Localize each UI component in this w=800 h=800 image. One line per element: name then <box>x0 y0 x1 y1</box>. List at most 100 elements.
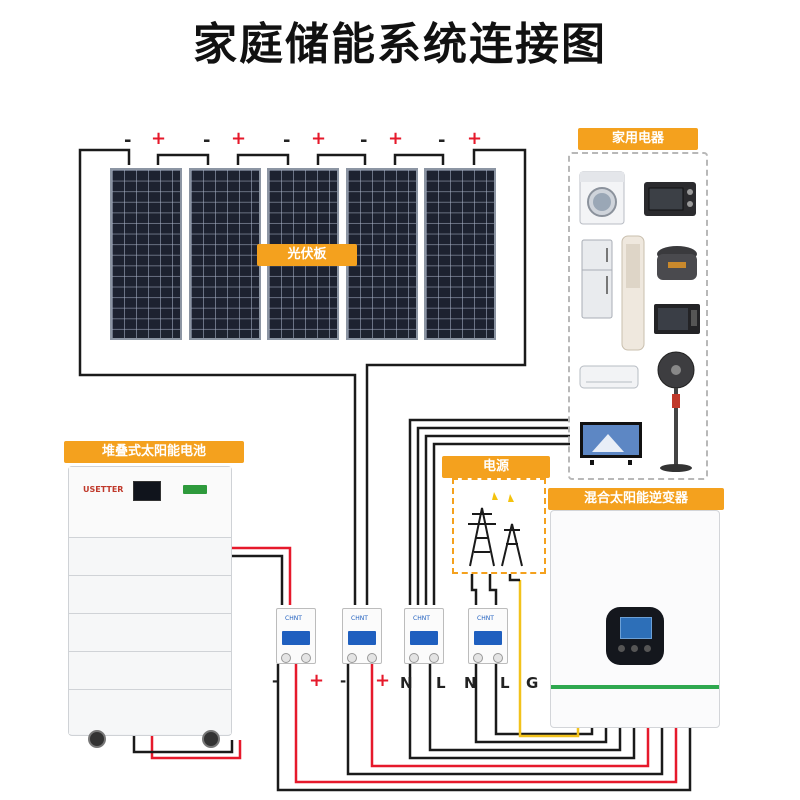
battery-breaker: CHNT <box>276 608 316 664</box>
battery-module-5 <box>69 690 231 734</box>
battery-bottom-red-wire <box>150 736 242 760</box>
out-wire-7 <box>474 664 608 744</box>
breaker-terminal <box>493 653 503 663</box>
pv2-negative-marker: - <box>203 130 211 151</box>
solar-panel-4 <box>346 168 418 340</box>
battery-brand-logo: USETTER <box>83 485 124 494</box>
pv-jumper-3 <box>316 153 367 165</box>
breaker-brand-label: CHNT <box>351 615 368 622</box>
breaker-switch[interactable] <box>410 631 438 645</box>
solar-panel-1 <box>110 168 182 340</box>
load-l-label: L <box>436 674 446 692</box>
battery-bottom-black-wire <box>132 736 234 754</box>
air-conditioner-tower-icon <box>621 235 645 351</box>
battery-module-2 <box>69 576 231 614</box>
inverter-control-panel <box>606 607 664 665</box>
breaker-switch[interactable] <box>348 631 376 645</box>
battery-positive-wire <box>232 546 292 605</box>
washing-machine-icon <box>579 171 625 225</box>
out-wire-8 <box>494 664 594 736</box>
solar-panel-2 <box>189 168 261 340</box>
out-wire-5 <box>408 664 636 760</box>
solar-panel-5 <box>424 168 496 340</box>
load-breaker: CHNT <box>404 608 444 664</box>
load-wire-1 <box>408 418 570 605</box>
breaker-terminal <box>281 653 291 663</box>
breaker-terminal <box>367 653 377 663</box>
breaker-brand-label: CHNT <box>477 615 494 622</box>
television-icon <box>580 422 642 465</box>
appliance-wires <box>408 418 570 605</box>
out-wire-1 <box>276 664 692 792</box>
inverter-button-2[interactable] <box>631 645 638 652</box>
microwave-icon <box>654 304 700 334</box>
pv-label: 光伏板 <box>257 244 357 266</box>
pv1-negative-marker: - <box>124 130 132 151</box>
pv1-positive-marker: + <box>151 128 167 149</box>
load-wire-3 <box>424 434 570 605</box>
inverter-button-1[interactable] <box>618 645 625 652</box>
out-wire-3 <box>346 664 664 776</box>
pv-series-wires <box>78 148 527 605</box>
out-wire-2 <box>294 664 678 784</box>
battery-module-1 <box>69 538 231 576</box>
breaker-brand-label: CHNT <box>285 615 302 622</box>
battery-wheel-right <box>202 730 220 748</box>
pv5-negative-marker: - <box>438 130 446 151</box>
grid-wires <box>470 574 498 605</box>
grid-l-wire <box>488 574 498 605</box>
breaker-switch[interactable] <box>282 631 310 645</box>
pv-breaker: CHNT <box>342 608 382 664</box>
breaker-switch[interactable] <box>474 631 502 645</box>
pv3-negative-marker: - <box>283 130 291 151</box>
pv-outer-negative-wire <box>78 148 357 605</box>
hybrid-inverter <box>550 510 720 728</box>
electric-fan-icon <box>657 351 695 472</box>
battery-status-led <box>183 485 207 494</box>
breaker-terminal <box>347 653 357 663</box>
pv5-positive-marker: + <box>467 128 483 149</box>
oven-icon <box>644 182 696 216</box>
pv2-positive-marker: + <box>231 128 247 149</box>
battery-negative-label: - <box>272 672 279 690</box>
battery-control-module: USETTER <box>69 467 231 538</box>
inverter-screen <box>620 617 652 639</box>
page-title: 家庭储能系统连接图 <box>193 19 607 70</box>
inverter-label: 混合太阳能逆变器 <box>548 488 724 510</box>
breaker-to-inverter-wires <box>276 574 692 792</box>
breaker-terminal <box>301 653 311 663</box>
load-wire-4 <box>432 442 570 605</box>
out-wire-4 <box>370 664 650 768</box>
breaker-brand-label: CHNT <box>413 615 430 622</box>
load-wire-2 <box>416 426 570 605</box>
stacked-battery: USETTER <box>68 466 232 736</box>
pv3-positive-marker: + <box>311 128 327 149</box>
appliances-label: 家用电器 <box>578 128 698 150</box>
appliances-box <box>568 152 708 480</box>
battery-module-4 <box>69 652 231 690</box>
pv-outer-positive-wire <box>365 148 527 605</box>
battery-wires <box>132 546 292 760</box>
breaker-terminal <box>429 653 439 663</box>
battery-wheel-left <box>88 730 106 748</box>
breaker-terminal <box>473 653 483 663</box>
wall-air-conditioner-icon <box>579 365 639 389</box>
refrigerator-icon <box>581 239 613 319</box>
grid-to-ground-wire <box>508 574 520 582</box>
pv-positive-label: + <box>375 670 391 691</box>
battery-positive-label: + <box>309 670 325 691</box>
grid-n-label: N <box>464 674 477 692</box>
grid-label: 电源 <box>442 456 550 478</box>
battery-module-3 <box>69 614 231 652</box>
pv4-positive-marker: + <box>388 128 404 149</box>
inverter-green-stripe <box>551 685 719 689</box>
transmission-tower-icon <box>468 492 523 567</box>
ground-label: G <box>526 674 539 692</box>
inverter-button-3[interactable] <box>644 645 651 652</box>
pv-jumper-4 <box>393 153 445 165</box>
pv4-negative-marker: - <box>360 130 368 151</box>
pv-negative-label: - <box>340 672 347 690</box>
grid-power-box <box>452 478 546 574</box>
